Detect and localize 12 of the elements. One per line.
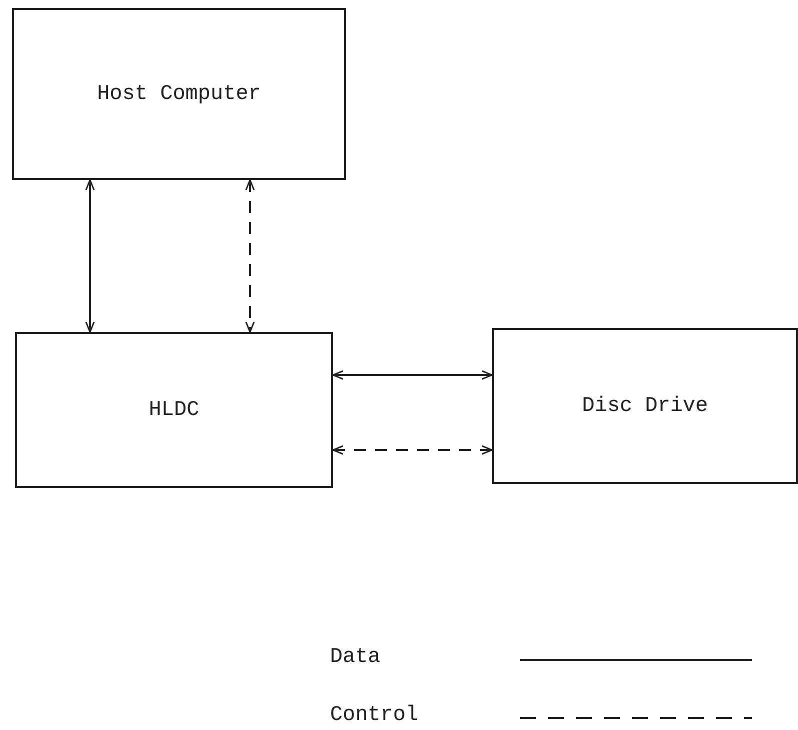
- legend-label: Control: [330, 704, 418, 727]
- arrow: [332, 370, 493, 380]
- arrow: [245, 179, 255, 333]
- box-label: Host Computer: [97, 82, 261, 106]
- box-label: HLDC: [148, 398, 200, 422]
- box-label: Disc Drive: [582, 394, 708, 418]
- arrow: [85, 179, 95, 333]
- process-box: [492, 328, 798, 484]
- process-box: [12, 8, 346, 180]
- arrow: [332, 445, 493, 455]
- process-box: [15, 332, 333, 488]
- legend-label: Data: [330, 646, 380, 669]
